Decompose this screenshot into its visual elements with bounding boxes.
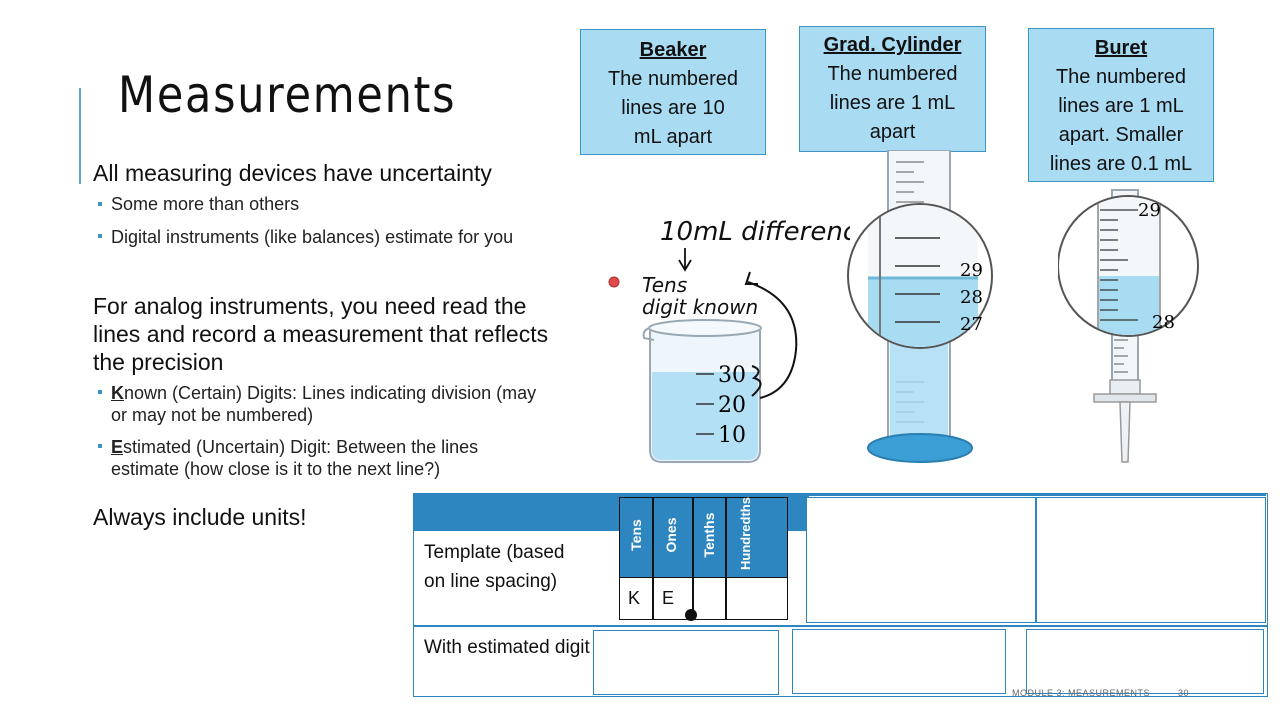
buret-label-29: 29 — [1138, 200, 1161, 221]
beaker-estimated-answer[interactable] — [593, 630, 779, 695]
buret-estimated-answer[interactable] — [1026, 629, 1264, 694]
column-tens: Tens — [628, 519, 644, 551]
buret-info-box: Buret The numbered lines are 1 mL apart.… — [1028, 28, 1214, 182]
buret-label-28: 28 — [1152, 312, 1175, 333]
title-accent-bar — [79, 88, 81, 184]
annotation-digit-known: digit known — [642, 295, 758, 319]
cylinder-heading: Grad. Cylinder — [823, 34, 962, 56]
beaker-heading: Beaker — [639, 39, 707, 61]
beaker-info-box: Beaker The numbered lines are 10 mL apar… — [580, 29, 766, 155]
beaker-template-answer[interactable] — [806, 497, 1036, 623]
graduated-cylinder-illustration: 29 28 27 — [847, 150, 993, 463]
annotation-difference: 10mL difference — [660, 217, 850, 247]
annotation-tens: Tens — [642, 273, 687, 297]
slide-title: Measurements — [118, 66, 457, 124]
handwritten-annotations: 10mL difference Tens digit known — [608, 217, 850, 399]
column-ones: Ones — [663, 517, 679, 553]
cylinder-info-box: Grad. Cylinder The numbered lines are 1 … — [799, 26, 986, 152]
point-units: Always include units! — [93, 504, 307, 530]
sub-point-known: Known (Certain) Digits: Lines indicating… — [98, 382, 541, 426]
column-hundredths: Hundredths — [738, 497, 753, 570]
measurement-table: Template (based on line spacing) With es… — [413, 493, 1268, 697]
laser-pointer-dot — [608, 276, 620, 288]
row-template-label: Template (based on line spacing) — [424, 542, 565, 592]
beaker-label-30: 30 — [718, 363, 746, 388]
cell-ones-value: E — [662, 588, 675, 608]
beaker-illustration: 30 20 10 — [642, 319, 762, 463]
beaker-label-10: 10 — [718, 423, 746, 448]
place-value-row — [619, 577, 788, 620]
row-estimated-label: With estimated digit — [424, 637, 590, 658]
buret-template-answer[interactable] — [1036, 497, 1266, 623]
sub-point-digital: Digital instruments (like balances) esti… — [98, 226, 551, 248]
sub-point-some-more: Some more than others — [98, 194, 299, 215]
cylinder-label-28: 28 — [960, 287, 983, 308]
buret-illustration: 29 28 — [1058, 189, 1199, 463]
column-tenths: Tenths — [701, 512, 717, 558]
cylinder-label-29: 29 — [960, 260, 983, 281]
point-uncertainty: All measuring devices have uncertainty — [93, 160, 492, 186]
cell-tens-value: K — [628, 588, 641, 608]
buret-heading: Buret — [1094, 37, 1148, 59]
buret-description: The numbered lines are 1 mL apart. Small… — [1049, 66, 1193, 175]
cylinder-description: The numbered lines are 1 mL apart — [827, 63, 958, 143]
beaker-description: The numbered lines are 10 mL apart — [607, 68, 739, 148]
beaker-label-20: 20 — [718, 393, 746, 418]
cylinder-estimated-answer[interactable] — [792, 629, 1006, 694]
sub-point-estimated: Estimated (Uncertain) Digit: Between the… — [98, 436, 551, 480]
cursor-dot — [685, 609, 697, 621]
cylinder-label-27: 27 — [960, 314, 983, 335]
place-value-header — [619, 497, 788, 579]
point-analog: For analog instruments, you need read th… — [93, 293, 549, 375]
